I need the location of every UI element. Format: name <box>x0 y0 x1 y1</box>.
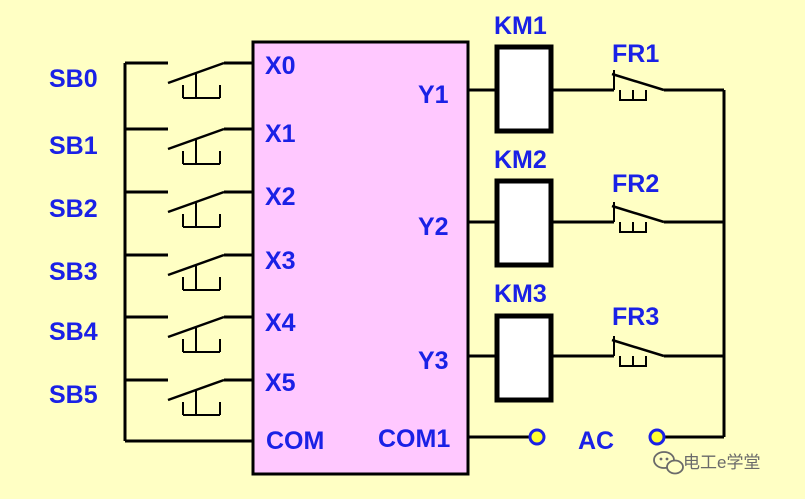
overload-contact <box>611 338 665 358</box>
input-switch-5: SB5 X5 <box>49 369 296 416</box>
coil-label: KM1 <box>494 12 547 40</box>
output-terminal-label: Y3 <box>418 347 449 375</box>
input-terminal-label: X2 <box>265 183 296 211</box>
switch-contact <box>167 315 225 339</box>
coil-label: KM3 <box>494 280 547 308</box>
watermark-text: 电工e学堂 <box>683 453 760 472</box>
overload-symbol <box>613 202 647 233</box>
pushbutton-actuator <box>182 328 221 353</box>
switch-label: SB5 <box>49 381 98 409</box>
overload-contact <box>611 204 665 224</box>
pushbutton-actuator <box>182 74 221 99</box>
switch-label: SB0 <box>49 65 98 93</box>
input-switch-4: SB4 X4 <box>49 309 296 353</box>
wechat-icon <box>653 451 684 475</box>
switch-label: SB3 <box>49 258 98 286</box>
pushbutton-actuator <box>182 140 221 165</box>
input-switch-3: SB3 X3 <box>49 247 296 291</box>
switch-contact <box>167 190 225 214</box>
pushbutton-actuator <box>182 203 221 228</box>
overload-symbol <box>613 70 647 101</box>
com-label: COM <box>266 427 324 455</box>
ac-terminal-right <box>648 428 666 446</box>
input-terminal-label: X5 <box>265 369 296 397</box>
overload-label: FR2 <box>612 170 659 198</box>
output-terminal-label: Y2 <box>418 213 449 241</box>
coil-label: KM2 <box>494 146 547 174</box>
input-terminal-label: X3 <box>265 247 296 275</box>
input-terminal-label: X0 <box>265 52 296 80</box>
switch-label: SB4 <box>49 318 98 346</box>
contactor-coil <box>494 44 554 134</box>
ac-terminal-left <box>528 428 546 446</box>
switch-label: SB1 <box>49 132 98 160</box>
input-switch-2: SB2 X2 <box>49 183 296 228</box>
switch-contact <box>167 253 225 277</box>
input-terminal-label: X4 <box>265 309 296 337</box>
overload-label: FR3 <box>612 303 659 331</box>
plc-body <box>251 40 470 476</box>
pushbutton-actuator <box>182 266 221 291</box>
com1-label: COM1 <box>378 425 450 453</box>
ac-label: AC <box>578 427 614 455</box>
overload-contact <box>611 72 665 92</box>
switch-contact <box>167 127 225 151</box>
output-terminal-label: Y1 <box>418 81 449 109</box>
input-switch-0: SB0 X0 <box>49 52 296 99</box>
switch-label: SB2 <box>49 195 98 223</box>
overload-symbol <box>613 336 647 367</box>
input-terminal-label: X1 <box>265 120 296 148</box>
overload-label: FR1 <box>612 40 659 68</box>
watermark: 电工e学堂 <box>653 451 760 475</box>
pushbutton-actuator <box>182 391 221 416</box>
input-switch-1: SB1 X1 <box>49 120 296 165</box>
switch-contact <box>167 378 225 402</box>
contactor-coil <box>494 313 554 403</box>
contactor-coil <box>494 178 554 268</box>
switch-contact <box>167 61 225 85</box>
